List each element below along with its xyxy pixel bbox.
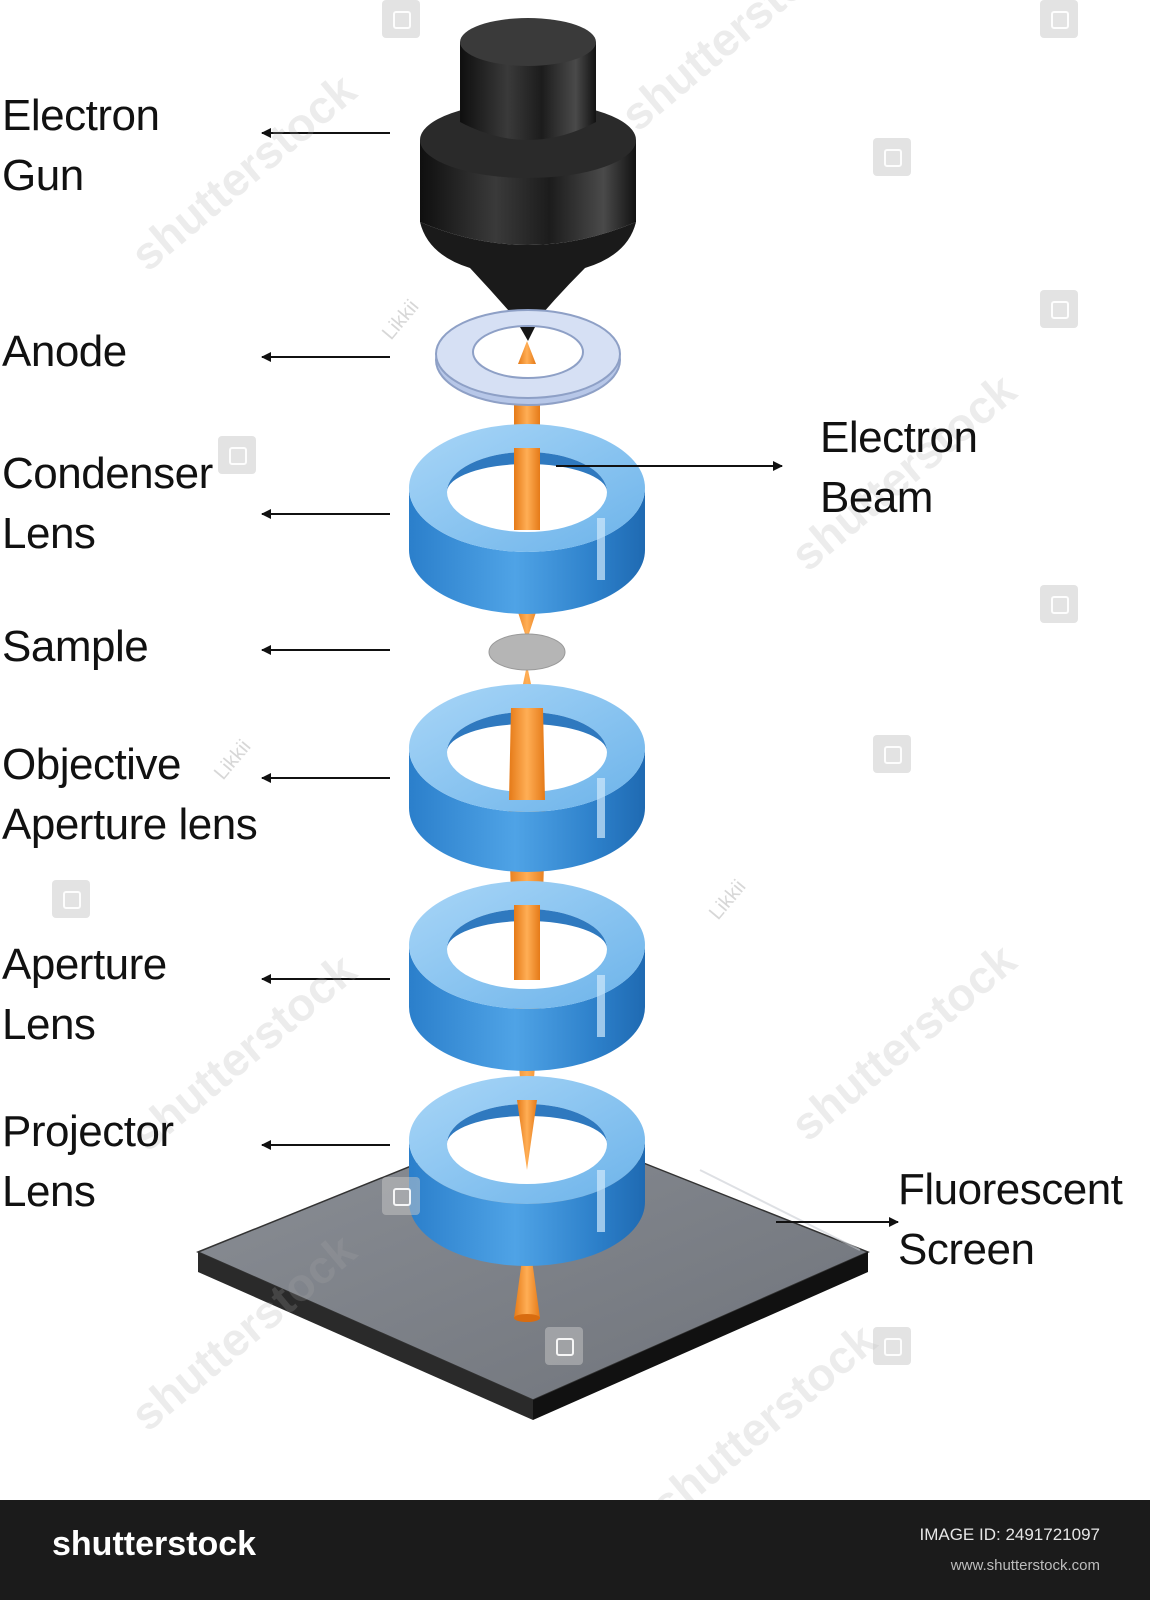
footer-site-url: www.shutterstock.com [950, 1557, 1100, 1574]
label-line: Condenser [2, 449, 213, 498]
lens-stack [409, 424, 645, 1266]
label-line: Lens [2, 509, 96, 558]
label-objective-aperture-lens: Objective Aperture lens [2, 735, 258, 855]
label-line: Lens [2, 1000, 96, 1049]
label-line: Aperture lens [2, 800, 258, 849]
label-line: Beam [820, 473, 933, 522]
footer-bar: shutterstock IMAGE ID: 2491721097 www.sh… [0, 1500, 1150, 1600]
label-line: Projector [2, 1107, 174, 1156]
label-electron-gun: Electron Gun [2, 86, 160, 206]
label-line: Aperture [2, 940, 167, 989]
label-line: Screen [898, 1225, 1035, 1274]
label-aperture-lens: Aperture Lens [2, 935, 167, 1055]
footer-brand-logo: shutterstock [52, 1525, 257, 1563]
label-condenser-lens: Condenser Lens [2, 444, 213, 564]
label-sample: Sample [2, 622, 149, 671]
label-line: Electron [820, 413, 978, 462]
label-line: Gun [2, 151, 84, 200]
anode [435, 309, 621, 406]
electron-gun [420, 18, 636, 332]
sample [488, 633, 566, 671]
leader-lines [261, 128, 899, 1227]
beam-segment [514, 448, 540, 530]
label-projector-lens: Projector Lens [2, 1102, 174, 1222]
label-line: Fluorescent [898, 1165, 1123, 1214]
footer-image-id: IMAGE ID: 2491721097 [919, 1525, 1100, 1544]
beam-segment [509, 708, 545, 800]
electron-microscope-diagram [196, 18, 899, 1420]
beam-segment [514, 905, 540, 980]
label-line: Objective [2, 740, 181, 789]
beam-segment [517, 1100, 537, 1170]
label-line: Lens [2, 1167, 96, 1216]
label-anode: Anode [2, 327, 127, 376]
label-line: Electron [2, 91, 160, 140]
label-electron-beam: Electron Beam [820, 408, 978, 528]
label-fluorescent-screen: Fluorescent Screen [898, 1160, 1123, 1280]
